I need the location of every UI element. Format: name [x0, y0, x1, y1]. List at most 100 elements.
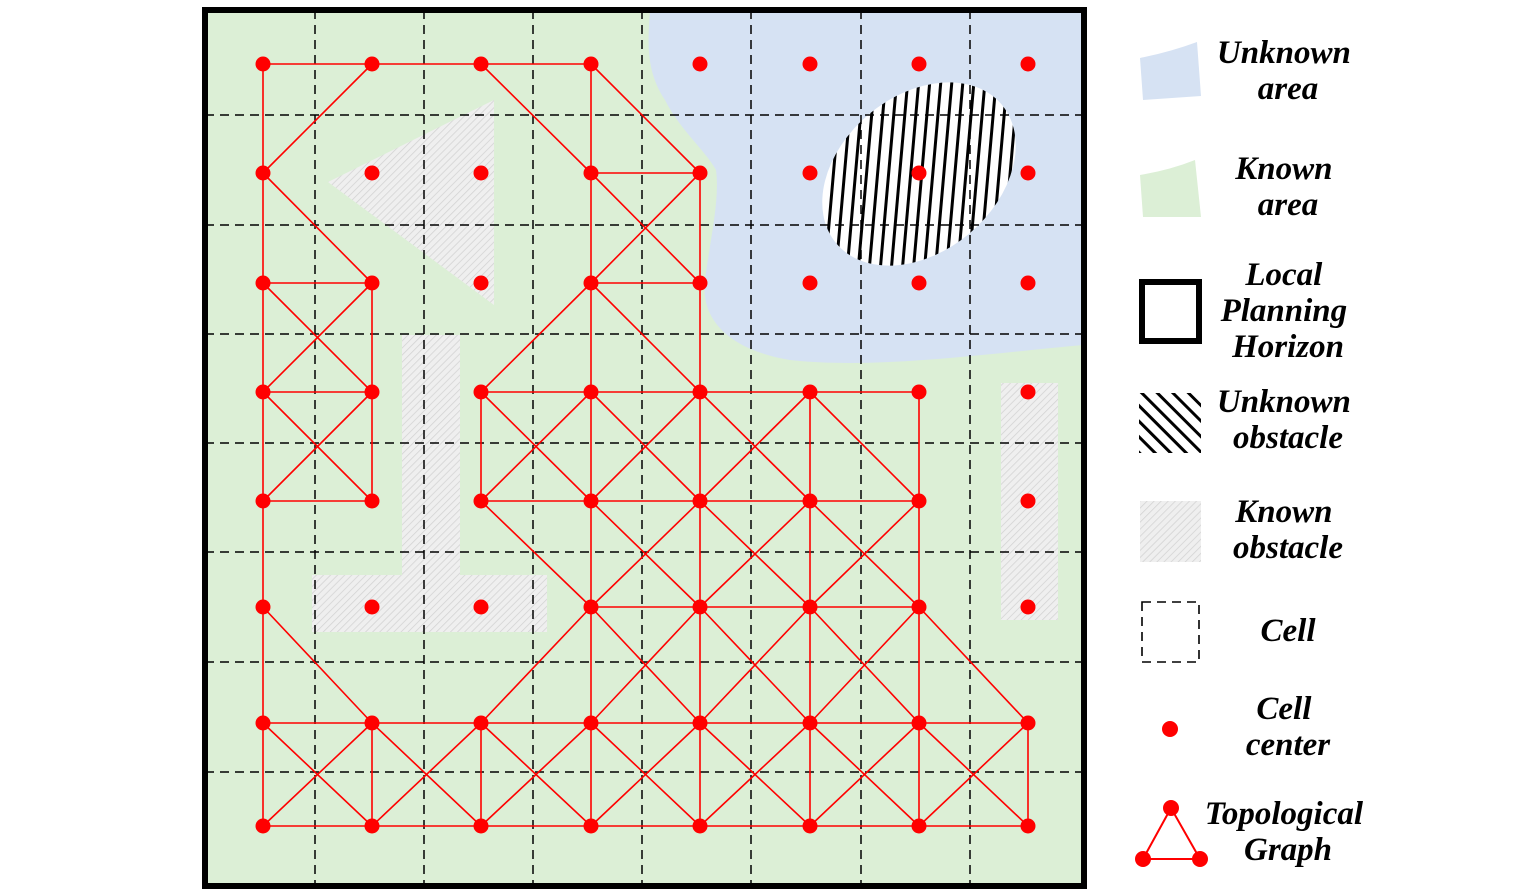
graph-edge: [480, 282, 592, 393]
cell-center-dot: [1020, 56, 1036, 72]
cell-center-dot: [802, 493, 818, 509]
graph-edge: [809, 606, 920, 724]
graph-edge: [262, 172, 373, 284]
cell-center-dot: [255, 384, 271, 400]
cell-center-dot: [911, 275, 927, 291]
legend-topological-graph-swatch: [1135, 800, 1208, 867]
graph-edge: [590, 391, 701, 502]
cell-center-dot: [255, 715, 271, 731]
graph-edge: [809, 500, 920, 608]
cell-center-dot: [692, 818, 708, 834]
legend-unknown-area-label: Unknown area: [1217, 35, 1359, 107]
cell-center-dot: [1020, 715, 1036, 731]
legend-cell-center-swatch: [1162, 721, 1178, 737]
graph-edge: [371, 722, 482, 827]
graph-edge: [262, 63, 373, 174]
graph-edge: [480, 606, 592, 724]
cell-center-dot: [255, 818, 271, 834]
cell-center-dot: [473, 56, 489, 72]
graph-edge: [262, 722, 373, 827]
cell-center-dot: [802, 275, 818, 291]
cell-center-dot: [911, 715, 927, 731]
graph-edge: [809, 391, 920, 502]
cell-center-dot: [802, 384, 818, 400]
cell-center-dot: [692, 599, 708, 615]
cell-center-dot: [911, 384, 927, 400]
cell-center-dot: [583, 165, 599, 181]
cell-center-dot: [473, 818, 489, 834]
cell-center-dot: [583, 56, 599, 72]
cell-center-dot: [473, 715, 489, 731]
legend: Unknown area Known area Local Planning H…: [1135, 35, 1372, 868]
graph-edge: [262, 606, 373, 724]
cell-center-dot: [692, 715, 708, 731]
cell-center-dot: [1020, 818, 1036, 834]
legend-known-area-swatch: [1140, 160, 1201, 217]
graph-edge: [262, 282, 373, 393]
cell-center-dot: [911, 818, 927, 834]
cell-center-dot: [911, 493, 927, 509]
cell-center-dot: [692, 165, 708, 181]
cell-center-dot: [1020, 165, 1036, 181]
legend-horizon-label: Local Planning Horizon: [1220, 257, 1356, 365]
cell-center-dot: [255, 599, 271, 615]
graph-edge: [480, 722, 592, 827]
graph-edge: [809, 722, 920, 827]
graph-edge: [590, 500, 701, 608]
legend-unknown-obstacle-swatch: [1139, 393, 1201, 453]
graph-edge: [262, 391, 373, 502]
cell-center-dot: [802, 56, 818, 72]
graph-edge: [699, 391, 811, 502]
cell-center-dot: [583, 384, 599, 400]
cell-center-dot: [583, 818, 599, 834]
cell-center-dot: [473, 165, 489, 181]
graph-edge: [480, 391, 592, 502]
cell-center-dot: [692, 493, 708, 509]
graph-edge: [590, 722, 701, 827]
graph-edge: [590, 606, 701, 724]
cell-center-dot: [255, 165, 271, 181]
cell-center-dot: [911, 165, 927, 181]
cell-center-dot: [364, 165, 380, 181]
cell-center-dot: [583, 493, 599, 509]
cell-center-dot: [802, 715, 818, 731]
cell-center-dot: [473, 384, 489, 400]
cell-center-dot: [583, 599, 599, 615]
graph-edge: [480, 500, 592, 608]
local-planning-horizon-border: [202, 7, 1087, 889]
cell-center-dot: [911, 599, 927, 615]
cell-center-dot: [364, 493, 380, 509]
legend-unknown-obstacle-label: Unknown obstacle: [1217, 384, 1359, 456]
cell-centers: [255, 56, 1036, 834]
graph-edge: [699, 606, 811, 724]
cell-center-dot: [692, 56, 708, 72]
cell-center-dot: [255, 493, 271, 509]
cell-center-dot: [1020, 599, 1036, 615]
graph-edge: [590, 282, 701, 393]
cell-center-dot: [364, 599, 380, 615]
graph-edge: [590, 63, 701, 174]
known-obstacle-l-shape: [312, 335, 547, 632]
cell-center-dot: [364, 275, 380, 291]
graph-edge: [480, 63, 592, 174]
graph-edge: [699, 500, 811, 608]
cell-center-dot: [473, 275, 489, 291]
cell-center-dot: [802, 599, 818, 615]
topological-graph-edges: [262, 63, 1029, 827]
cell-center-dot: [802, 165, 818, 181]
legend-topological-graph-label: Topological Graph: [1205, 796, 1372, 868]
cell-center-dot: [473, 599, 489, 615]
cell-center-dot: [911, 56, 927, 72]
cell-center-dot: [583, 275, 599, 291]
cell-center-dot: [583, 715, 599, 731]
cell-center-dot: [473, 493, 489, 509]
legend-cell-swatch: [1141, 601, 1200, 663]
graph-edge: [918, 606, 1029, 724]
cell-center-dot: [1020, 493, 1036, 509]
cell-center-dot: [364, 818, 380, 834]
known-obstacle-triangle: [328, 100, 494, 305]
legend-known-obstacle-swatch: [1140, 501, 1201, 562]
legend-known-area-label: Known area: [1234, 151, 1340, 223]
legend-cell-label: Cell: [1261, 613, 1317, 649]
